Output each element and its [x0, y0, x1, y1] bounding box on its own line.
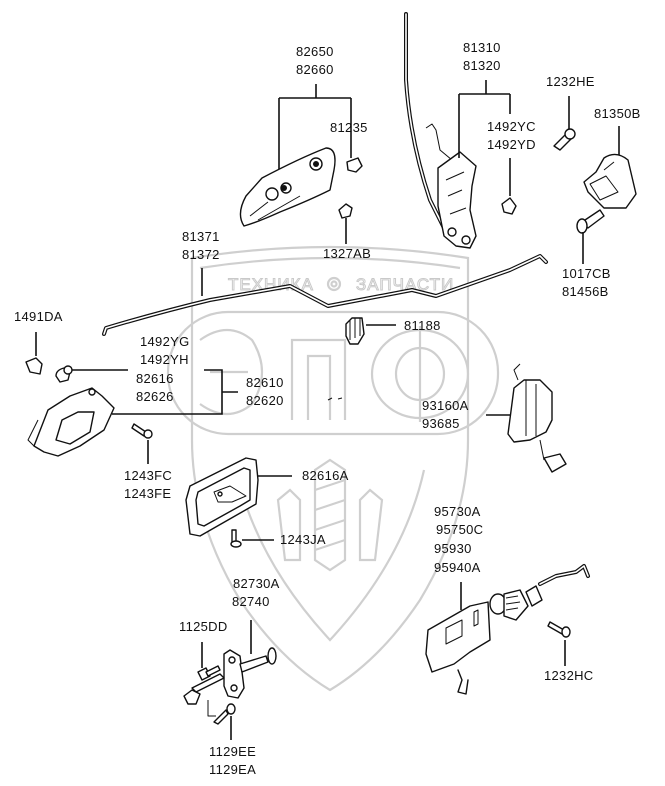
label-81310[interactable]: 81310	[463, 40, 501, 55]
outside-handle-group[interactable]: 82650 82660	[239, 44, 352, 227]
lock-actuator-group[interactable]: 95730A 95750C 95930 95940A	[425, 504, 590, 695]
label-82610[interactable]: 82610	[246, 375, 284, 390]
watermark-logo-frame	[166, 310, 500, 436]
bolt-1125dd-group[interactable]: 1125DD	[179, 619, 228, 681]
label-82650[interactable]: 82650	[296, 44, 334, 59]
label-1232he[interactable]: 1232HE	[546, 74, 595, 89]
striker-group[interactable]: 81350B	[583, 106, 641, 209]
checker-group[interactable]: 82730A 82740	[183, 576, 280, 717]
label-1492yc[interactable]: 1492YC	[487, 119, 536, 134]
label-82626[interactable]: 82626	[136, 389, 174, 404]
screw-1129ee-group[interactable]: 1129EE 1129EA	[209, 703, 256, 777]
gear-icon	[326, 276, 342, 292]
label-81371[interactable]: 81371	[182, 229, 220, 244]
label-1327ab[interactable]: 1327AB	[323, 246, 371, 261]
label-81350b[interactable]: 81350B	[594, 106, 641, 121]
label-1243fe[interactable]: 1243FE	[124, 486, 171, 501]
power-actuator[interactable]	[507, 379, 553, 443]
label-95730a[interactable]: 95730A	[434, 504, 481, 519]
latch-group[interactable]: 81310 81320	[404, 12, 511, 249]
nut-1327ab-group[interactable]: 1327AB	[323, 203, 371, 261]
stray-mark	[327, 397, 343, 401]
label-81456b[interactable]: 81456B	[562, 284, 609, 299]
watermark-text-right: ЗАПЧАСТИ	[356, 275, 454, 294]
label-81188[interactable]: 81188	[404, 318, 441, 333]
watermark-letter-p	[290, 338, 347, 420]
inside-handle-group[interactable]: 1492YG 1492YH 82616 82626 82610 82620	[27, 334, 284, 457]
screw-1232hc-group[interactable]: 1232HC	[544, 621, 594, 683]
screw-1232he-group[interactable]: 1232HE	[546, 74, 595, 151]
label-1017cb[interactable]: 1017CB	[562, 266, 611, 281]
watermark: ТЕХНИКА ЗАПЧАСТИ	[166, 245, 500, 692]
label-82740[interactable]: 82740	[232, 594, 270, 609]
label-1491da[interactable]: 1491DA	[14, 309, 63, 324]
label-81320[interactable]: 81320	[463, 58, 501, 73]
label-93160a[interactable]: 93160A	[422, 398, 469, 413]
label-81235[interactable]: 81235	[330, 120, 368, 135]
actuator-group[interactable]: 93160A 93685	[422, 363, 567, 473]
rod-clip-group[interactable]: 81188	[345, 317, 441, 345]
label-1492yg[interactable]: 1492YG	[140, 334, 190, 349]
label-82730a[interactable]: 82730A	[233, 576, 280, 591]
label-1232hc[interactable]: 1232HC	[544, 668, 594, 683]
watermark-text-left: ТЕХНИКА	[228, 275, 314, 294]
door-latch[interactable]	[437, 151, 477, 249]
label-95750c[interactable]: 95750C	[436, 522, 483, 537]
label-95940a[interactable]: 95940A	[434, 560, 481, 575]
clip-1491da[interactable]	[25, 357, 43, 375]
watermark-shield	[190, 245, 470, 692]
lock-actuator[interactable]	[425, 601, 491, 673]
clip-1492yc[interactable]	[501, 197, 517, 215]
clip-1491da-group[interactable]: 1491DA	[14, 309, 63, 375]
door-rod[interactable]	[102, 254, 548, 336]
label-1243fc[interactable]: 1243FC	[124, 468, 172, 483]
label-81372[interactable]: 81372	[182, 247, 220, 262]
label-82616[interactable]: 82616	[136, 371, 174, 386]
watermark-wheat	[234, 458, 426, 642]
label-1129ea[interactable]: 1129EA	[209, 762, 256, 777]
nut-81235[interactable]	[346, 157, 363, 173]
label-82660[interactable]: 82660	[296, 62, 334, 77]
label-1492yh[interactable]: 1492YH	[140, 352, 189, 367]
label-1243ja[interactable]: 1243JA	[280, 532, 326, 547]
label-95930[interactable]: 95930	[434, 541, 472, 556]
screw-1243ja[interactable]	[231, 529, 237, 543]
label-1125dd[interactable]: 1125DD	[179, 619, 228, 634]
screw-1243ja-group[interactable]: 1243JA	[230, 529, 326, 548]
rod-group[interactable]: 81371 81372	[102, 229, 548, 336]
leader-82650	[278, 84, 352, 170]
watermark-letter-e	[199, 328, 263, 416]
clip-1492yc-group[interactable]: 1492YC 1492YD	[487, 119, 536, 215]
screw-1129ee[interactable]	[213, 709, 229, 725]
label-1129ee[interactable]: 1129EE	[209, 744, 256, 759]
label-1492yd[interactable]: 1492YD	[487, 137, 536, 152]
nut-1327ab[interactable]	[338, 203, 353, 219]
screw-1243fc-group[interactable]: 1243FC 1243FE	[124, 423, 172, 501]
bolt-1017cb-group[interactable]: 1017CB 81456B	[562, 209, 611, 299]
label-93685[interactable]: 93685	[422, 416, 460, 431]
label-82616a[interactable]: 82616A	[302, 468, 349, 483]
bezel-group[interactable]: 82616A	[185, 457, 349, 537]
label-82620[interactable]: 82620	[246, 393, 284, 408]
nut-81235-group[interactable]: 81235	[330, 118, 368, 173]
